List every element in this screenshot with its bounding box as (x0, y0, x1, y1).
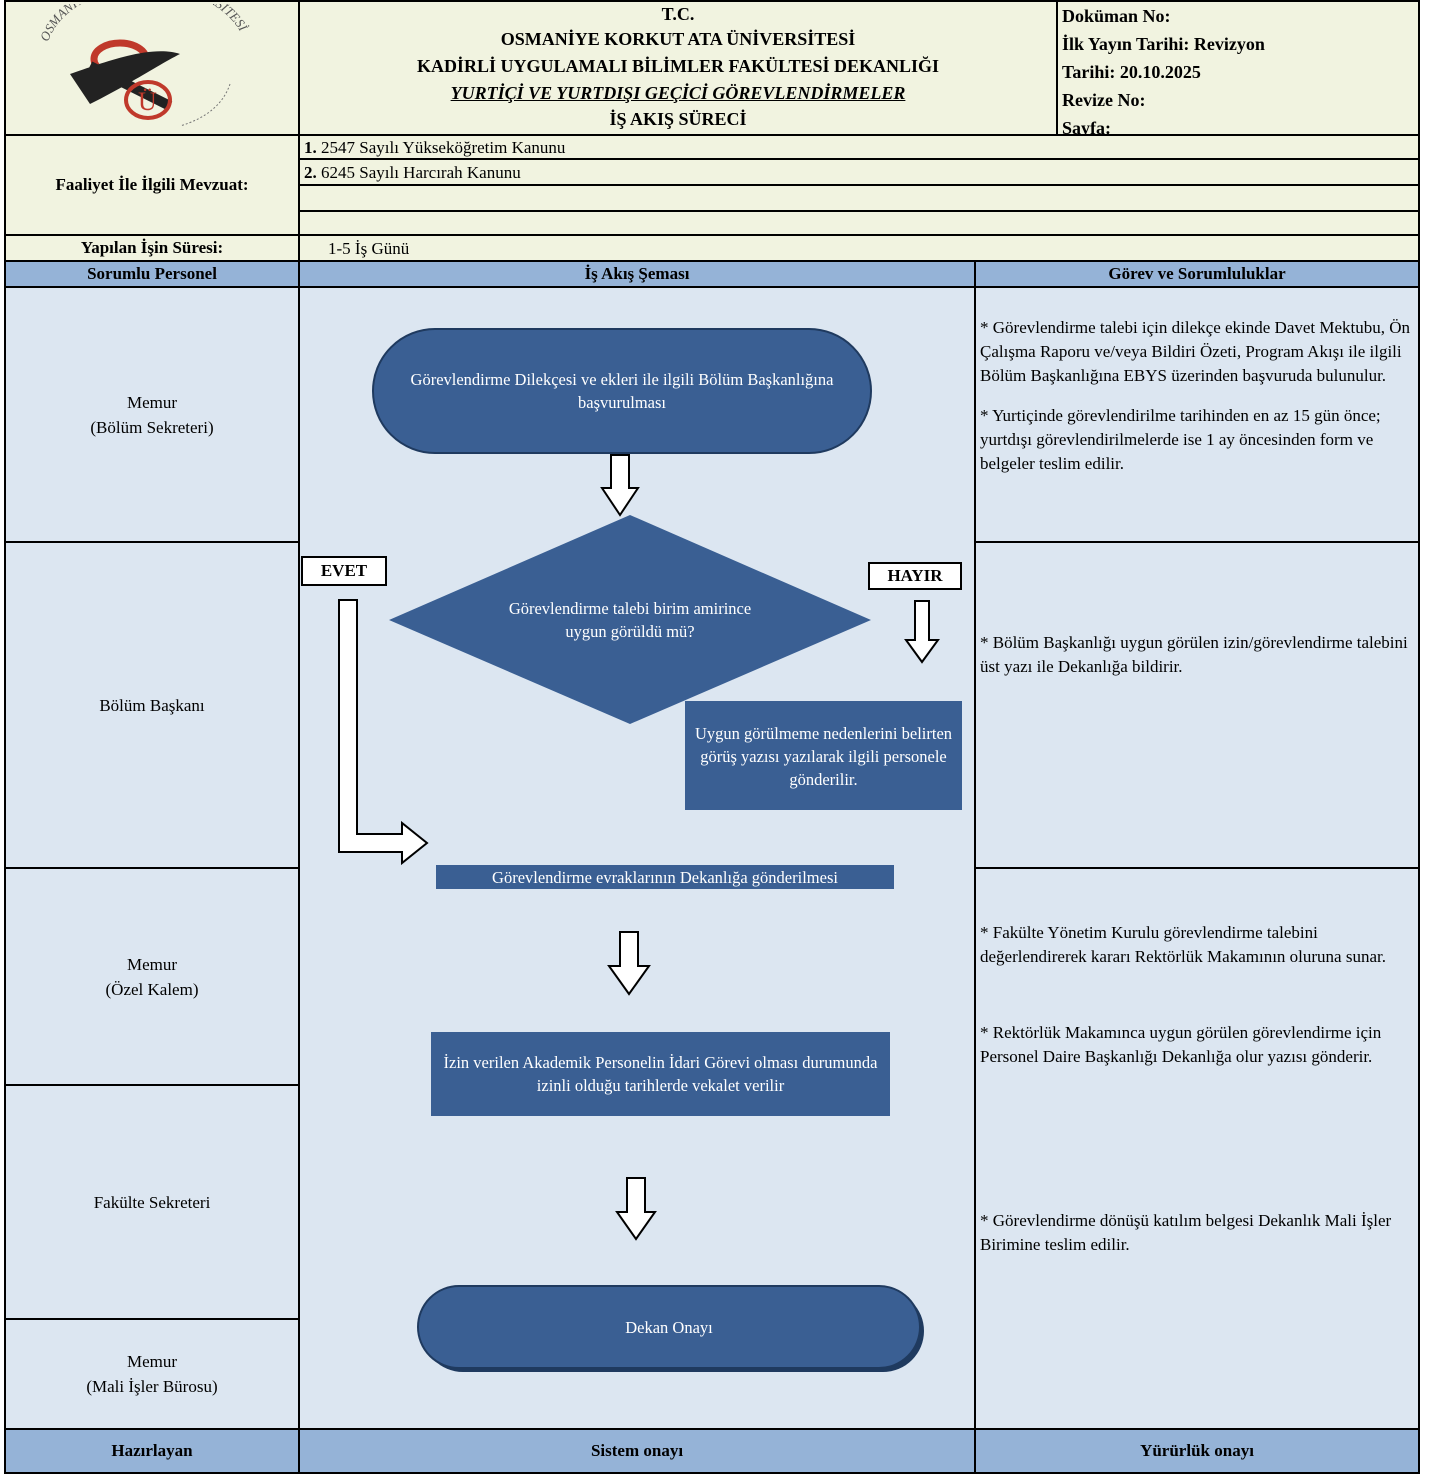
resp-cell-1: * Görevlendirme talebi için dilekçe ekin… (974, 286, 1420, 543)
mevzuat-text-1: 2547 Sayılı Yükseköğretim Kanunu (321, 138, 566, 157)
footer-right-label: Yürürlük onayı (1140, 1441, 1254, 1460)
col-header-middle-label: İş Akış Şeması (584, 264, 690, 283)
lane-3: Memur (Özel Kalem) (4, 867, 300, 1086)
rejection-text: Uygun görülmeme nedenlerini belirten gör… (690, 710, 957, 802)
title-subject: YURTİÇİ VE YURTDIŞI GEÇİCİ GÖREVLENDİRME… (450, 83, 906, 103)
sure-label-cell: Yapılan İşin Süresi: (4, 234, 300, 262)
no-label: HAYIR (887, 566, 943, 585)
resp-text-2: * Yurtiçinde görevlendirilme tarihinden … (980, 406, 1381, 473)
mevzuat-label-cell: Faaliyet İle İlgili Mevzuat: (4, 134, 300, 236)
header-title: T.C. OSMANİYE KORKUT ATA ÜNİVERSİTESİ KA… (300, 2, 1056, 134)
doc-info: Doküman No: İlk Yayın Tarihi: Revizyon T… (1060, 2, 1416, 138)
resp-text-4: * Fakülte Yönetim Kurulu görevlendirme t… (980, 923, 1386, 966)
lane-2: Bölüm Başkanı (4, 541, 300, 869)
doc-first-publish: İlk Yayın Tarihi: Revizyon (1062, 34, 1265, 54)
lane-5: Memur (Mali İşler Bürosu) (4, 1318, 300, 1430)
footer-middle: Sistem onayı (298, 1428, 976, 1474)
resp-text-5: * Rektörlük Makamınca uygun görülen göre… (980, 1023, 1382, 1066)
start-label: Görevlendirme Dilekçesi ve ekleri ile il… (410, 370, 834, 412)
lane-1-subtitle: (Bölüm Sekreteri) (90, 417, 214, 437)
title-faculty: KADİRLİ UYGULAMALI BİLİMLER FAKÜLTESİ DE… (416, 56, 940, 76)
rejection-box (685, 701, 962, 810)
vekalet-text: İzin verilen Akademik Personelin İdari G… (436, 1040, 885, 1108)
send-box (436, 865, 894, 889)
down-arrow-icon (615, 1177, 657, 1241)
university-logo: OSMANİYE KORKUT ATA ÜNİVERSİTESİ Ü (30, 0, 260, 132)
decision-text: Görevlendirme talebi birim amirince uygu… (490, 590, 770, 650)
yes-label-box: EVET (301, 556, 387, 586)
col-header-right-label: Görev ve Sorumluluklar (1108, 264, 1286, 283)
start-terminator (372, 328, 872, 454)
mevzuat-num-2: 2. (304, 163, 317, 182)
mevzuat-row-2: 2. 6245 Sayılı Harcırah Kanunu (298, 158, 1420, 186)
sure-value: 1-5 İş Günü (328, 239, 410, 258)
down-arrow-icon (600, 454, 640, 517)
lane-1-title: Memur (126, 392, 178, 412)
mevzuat-label: Faaliyet İle İlgili Mevzuat: (55, 175, 249, 194)
doc-page: Sayfa: (1062, 118, 1111, 138)
lane-3-title: Memur (126, 954, 178, 974)
end-text: Dekan Onayı (418, 1286, 920, 1368)
lane-2-title: Bölüm Başkanı (99, 695, 205, 715)
title-tc: T.C. (661, 4, 695, 24)
down-arrow-icon (904, 600, 940, 664)
doc-number: Doküman No: (1062, 6, 1171, 26)
footer-left: Hazırlayan (4, 1428, 300, 1474)
yes-label: EVET (320, 561, 368, 580)
title-process: İŞ AKIŞ SÜRECİ (609, 109, 747, 129)
mevzuat-num-1: 1. (304, 138, 317, 157)
mevzuat-text-2: 6245 Sayılı Harcırah Kanunu (321, 163, 521, 182)
rejection-label: Uygun görülmeme nedenlerini belirten gör… (694, 723, 953, 789)
start-text: Görevlendirme Dilekçesi ve ekleri ile il… (405, 355, 839, 427)
doc-revision-date: Tarihi: 20.10.2025 (1062, 62, 1201, 82)
resp-text-3: * Bölüm Başkanlığı uygun görülen izin/gö… (980, 633, 1408, 676)
lane-4-title: Fakülte Sekreteri (93, 1192, 211, 1212)
footer-left-label: Hazırlayan (111, 1441, 193, 1460)
lane-3-subtitle: (Özel Kalem) (105, 979, 199, 999)
end-terminator-face (417, 1285, 921, 1369)
header-title-cell (298, 0, 1058, 136)
sure-label: Yapılan İşin Süresi: (80, 238, 224, 257)
doc-revision-no: Revize No: (1062, 90, 1146, 110)
lane-4: Fakülte Sekreteri (4, 1084, 300, 1320)
bent-arrow-icon (338, 599, 429, 866)
title-university: OSMANİYE KORKUT ATA ÜNİVERSİTESİ (500, 29, 856, 49)
resp-text-1: * Görevlendirme talebi için dilekçe ekin… (980, 318, 1411, 385)
send-text: Görevlendirme evraklarının Dekanlığa gön… (436, 865, 894, 889)
decision-label: Görevlendirme talebi birim amirince uygu… (508, 599, 752, 641)
resp-text-6: * Görevlendirme dönüşü katılım belgesi D… (980, 1211, 1392, 1254)
no-label-box: HAYIR (868, 562, 962, 590)
lane-5-subtitle: (Mali İşler Bürosu) (86, 1377, 218, 1396)
col-header-left: Sorumlu Personel (4, 260, 300, 288)
footer-middle-label: Sistem onayı (590, 1441, 684, 1460)
vekalet-box (431, 1032, 890, 1116)
end-label: Dekan Onayı (625, 1317, 713, 1337)
resp-cell-2: * Bölüm Başkanlığı uygun görülen izin/gö… (974, 541, 1420, 869)
col-header-middle: İş Akış Şeması (298, 260, 976, 288)
col-header-left-label: Sorumlu Personel (87, 264, 217, 283)
footer-right: Yürürlük onayı (974, 1428, 1420, 1474)
lane-5-title: Memur (126, 1352, 178, 1371)
vekalet-label: İzin verilen Akademik Personelin İdari G… (443, 1053, 878, 1095)
down-arrow-icon (607, 931, 651, 996)
resp-cell-3: * Fakülte Yönetim Kurulu görevlendirme t… (974, 867, 1420, 1430)
send-label: Görevlendirme evraklarının Dekanlığa gön… (492, 867, 838, 887)
decision-diamond (389, 515, 871, 724)
svg-text:Ü: Ü (138, 87, 157, 116)
